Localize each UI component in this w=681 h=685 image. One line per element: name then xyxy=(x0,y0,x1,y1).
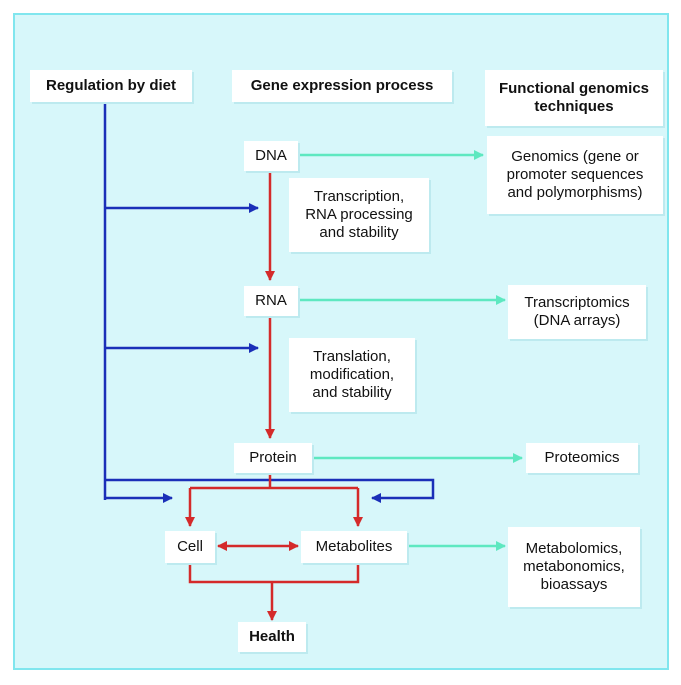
step-transcription-line1: Transcription, xyxy=(313,188,405,205)
technique-proteomics-line1: Proteomics xyxy=(544,449,620,466)
node-rna-label: RNA xyxy=(255,292,287,309)
node-dna: DNA xyxy=(244,141,298,171)
step-transcription-line2: RNA processing xyxy=(305,206,413,223)
node-cell-label: Cell xyxy=(177,538,203,555)
node-metabolites: Metabolites xyxy=(301,531,407,563)
header-gene-expression-text: Gene expression process xyxy=(250,77,434,94)
node-dna-label: DNA xyxy=(255,147,287,164)
step-transcription-line3: and stability xyxy=(319,224,399,241)
header-functional-line2: techniques xyxy=(534,98,614,115)
protein-branch-line xyxy=(190,472,358,490)
node-protein: Protein xyxy=(234,443,312,473)
step-transcription: Transcription, RNA processing and stabil… xyxy=(289,178,429,252)
node-cell: Cell xyxy=(165,531,215,563)
header-functional-line1: Functional genomics xyxy=(498,80,649,97)
technique-transcriptomics-line1: Transcriptomics xyxy=(524,294,630,311)
node-metabolites-label: Metabolites xyxy=(315,538,393,555)
step-translation-line1: Translation, xyxy=(313,348,391,365)
header-regulation-by-diet: Regulation by diet xyxy=(30,70,192,102)
technique-metabolomics: Metabolomics, metabonomics, bioassays xyxy=(508,527,640,607)
technique-genomics-line2: promoter sequences xyxy=(506,166,644,183)
technique-metabolomics-line1: Metabolomics, xyxy=(525,540,623,557)
header-regulation-text: Regulation by diet xyxy=(45,77,176,94)
node-rna: RNA xyxy=(244,286,298,316)
technique-metabolomics-line3: bioassays xyxy=(540,576,608,593)
header-functional-genomics: Functional genomics techniques xyxy=(485,70,663,126)
technique-transcriptomics-line2: (DNA arrays) xyxy=(533,312,621,329)
header-gene-expression: Gene expression process xyxy=(232,70,452,102)
step-translation: Translation, modification, and stability xyxy=(289,338,415,412)
technique-metabolomics-line2: metabonomics, xyxy=(523,558,625,575)
technique-proteomics: Proteomics xyxy=(526,443,638,473)
technique-genomics: Genomics (gene or promoter sequences and… xyxy=(487,136,663,214)
cell-metabolites-merge-line xyxy=(188,565,360,584)
node-health: Health xyxy=(238,622,306,652)
node-protein-label: Protein xyxy=(249,449,297,466)
step-translation-line3: and stability xyxy=(312,384,392,401)
technique-genomics-line3: and polymorphisms) xyxy=(507,184,643,201)
technique-transcriptomics: Transcriptomics (DNA arrays) xyxy=(508,285,646,339)
technique-genomics-line1: Genomics (gene or xyxy=(511,148,639,165)
step-translation-line2: modification, xyxy=(309,366,395,383)
node-health-label: Health xyxy=(249,628,295,645)
